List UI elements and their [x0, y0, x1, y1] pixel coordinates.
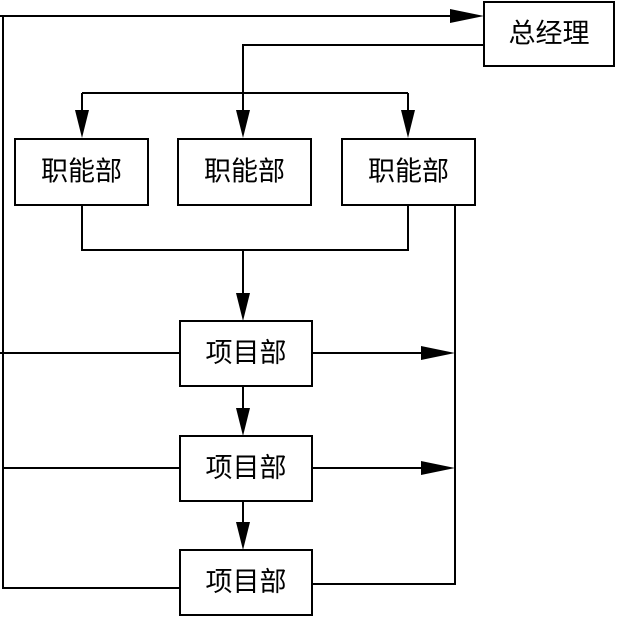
connector-right-spine: [312, 205, 456, 585]
arrowhead-into-general-manager: [450, 9, 484, 23]
arrowhead-project-1-to-right-spine: [421, 346, 455, 360]
connector-general-manager-down: [242, 44, 484, 112]
project-dept-label: 项目部: [206, 567, 287, 598]
functional-dept-box-3: 职能部: [341, 138, 476, 206]
functional-dept-label: 职能部: [204, 157, 285, 188]
project-dept-box-3: 项目部: [179, 549, 313, 616]
functional-dept-box-2: 职能部: [177, 138, 312, 206]
general-manager-box: 总经理: [483, 1, 615, 67]
arrowhead-into-project-2: [236, 408, 250, 436]
functional-dept-box-1: 职能部: [14, 138, 149, 206]
arrowhead-into-functional-1: [75, 110, 89, 138]
connector-left-spine-to-general-manager: [0, 15, 180, 589]
arrowhead-into-functional-3: [401, 110, 415, 138]
functional-dept-label: 职能部: [41, 157, 122, 188]
arrowhead-into-functional-2: [236, 110, 250, 138]
arrowhead-into-project-3: [236, 522, 250, 550]
project-dept-label: 项目部: [206, 338, 287, 369]
arrowhead-into-project-1: [236, 293, 250, 321]
arrowhead-project-2-to-right-spine: [421, 461, 455, 475]
connector-functional-join: [81, 205, 409, 251]
project-dept-box-1: 项目部: [179, 320, 313, 387]
project-dept-label: 项目部: [206, 453, 287, 484]
connectors: [0, 9, 484, 589]
general-manager-label: 总经理: [509, 19, 590, 50]
project-dept-box-2: 项目部: [179, 435, 313, 502]
functional-dept-label: 职能部: [368, 157, 449, 188]
